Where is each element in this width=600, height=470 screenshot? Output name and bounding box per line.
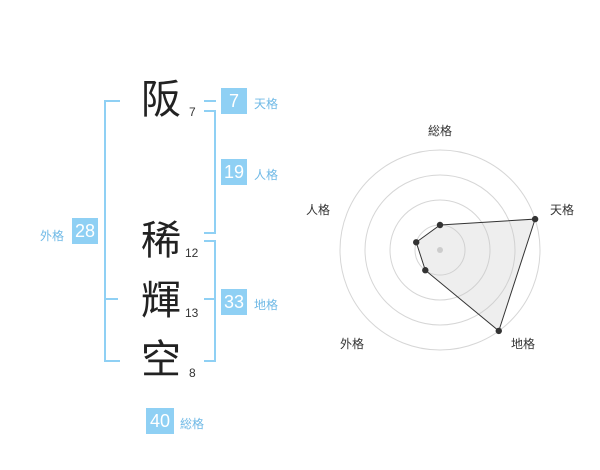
radar-ring [389,199,491,301]
stroke-count-2: 12 [185,246,199,260]
gaikaku-badge: 28 [72,218,98,244]
kanji-1: 阪 [141,77,181,123]
radar-label-gaikaku: 外格 [339,337,364,351]
radar-point-0 [436,221,444,229]
radar-point-2 [495,327,502,335]
radar-label-tenkaku: 天格 [549,203,574,217]
radar-center-dot [437,247,443,253]
radar-label-chikaku: 地格 [510,337,535,351]
jinkaku-badge: 19 [221,159,247,185]
radar-point-4 [413,239,420,246]
radar-point-3 [422,267,429,274]
stroke-count-1: 7 [189,105,196,119]
radar-point-1 [531,215,539,223]
soukaku-label: 総格 [180,417,205,431]
radar-ring [364,174,516,326]
kanji-2: 稀 [141,218,181,264]
chikaku-label: 地格 [254,298,279,312]
radar-series-area [415,218,536,332]
jinkaku-bracket [204,110,216,234]
stroke-count-3: 13 [185,306,199,320]
tenkaku-badge: 7 [221,88,247,114]
radar-ring [339,149,541,351]
gaikaku-bracket-tick [104,298,118,300]
kanji-3: 輝 [141,278,181,324]
kanji-4: 空 [141,337,181,383]
tenkaku-connector [204,100,216,102]
gaikaku-label: 外格 [40,229,65,243]
tenkaku-label: 天格 [254,97,279,111]
gaikaku-bracket [104,100,120,362]
radar-label-jinkaku: 人格 [305,203,330,217]
chikaku-bracket-tick [204,298,214,300]
jinkaku-label: 人格 [254,168,279,182]
chikaku-bracket [204,240,216,362]
soukaku-badge: 40 [146,408,174,434]
stroke-count-4: 8 [189,366,196,380]
chikaku-badge: 33 [221,289,247,315]
radar-label-soukaku: 総格 [427,124,452,138]
